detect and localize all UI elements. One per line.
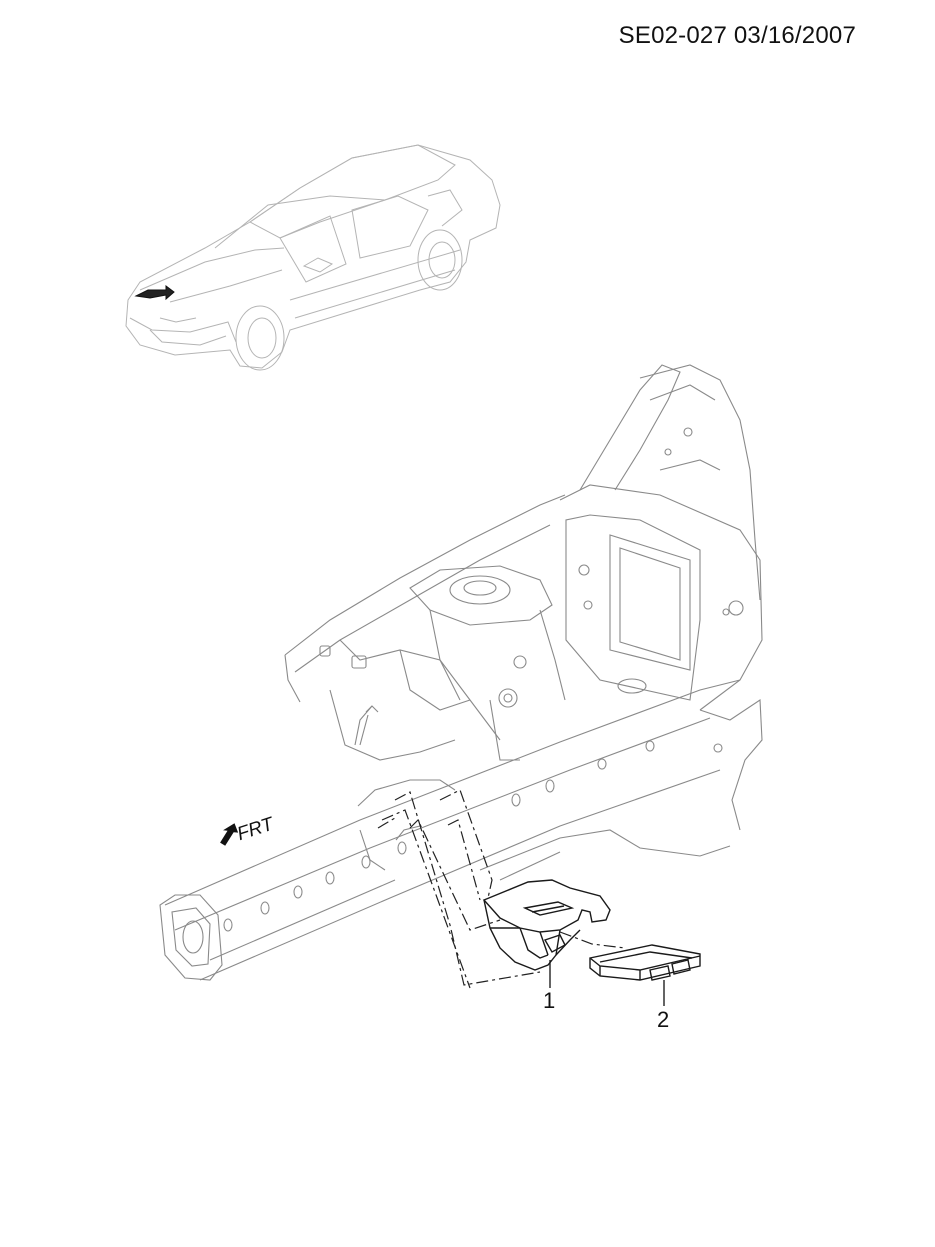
- assembly-guide-lines: [377, 789, 626, 989]
- arrow-front-icon: [220, 823, 239, 846]
- locator-vehicle-illustration: [125, 144, 501, 371]
- part-2-control-module: [589, 944, 701, 981]
- engine-compartment-structure: [159, 364, 763, 981]
- location-marker-icon: [134, 285, 175, 301]
- frt-label: FRT: [235, 813, 278, 845]
- part-1-bracket: [482, 879, 611, 971]
- callout-number: 1: [543, 988, 555, 1013]
- diagram-code: SE02-027 03/16/2007: [618, 22, 856, 49]
- front-direction-indicator: FRT: [220, 813, 278, 846]
- callout-leaders: [549, 960, 665, 1006]
- callout-number: 2: [657, 1007, 669, 1032]
